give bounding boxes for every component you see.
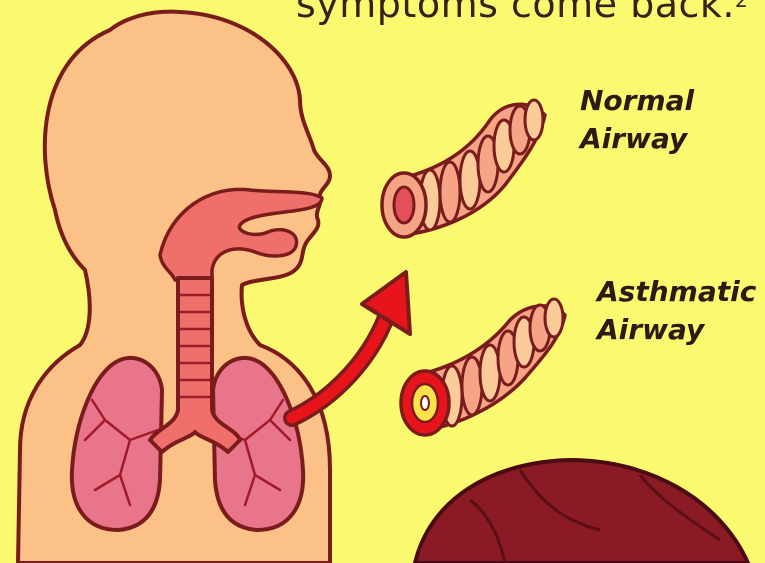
person-head-icon bbox=[415, 460, 748, 563]
human-figure-icon bbox=[18, 12, 330, 563]
asthmatic-label-line1: Asthmatic bbox=[597, 273, 756, 311]
normal-airway-label: Normal Airway bbox=[580, 82, 694, 158]
asthmatic-airway-icon bbox=[401, 299, 565, 435]
normal-label-line1: Normal bbox=[580, 82, 694, 120]
normal-label-line2: Airway bbox=[580, 120, 694, 158]
normal-airway-icon bbox=[382, 100, 545, 237]
asthmatic-airway-label: Asthmatic Airway bbox=[597, 273, 756, 349]
asthmatic-label-line2: Airway bbox=[597, 311, 756, 349]
